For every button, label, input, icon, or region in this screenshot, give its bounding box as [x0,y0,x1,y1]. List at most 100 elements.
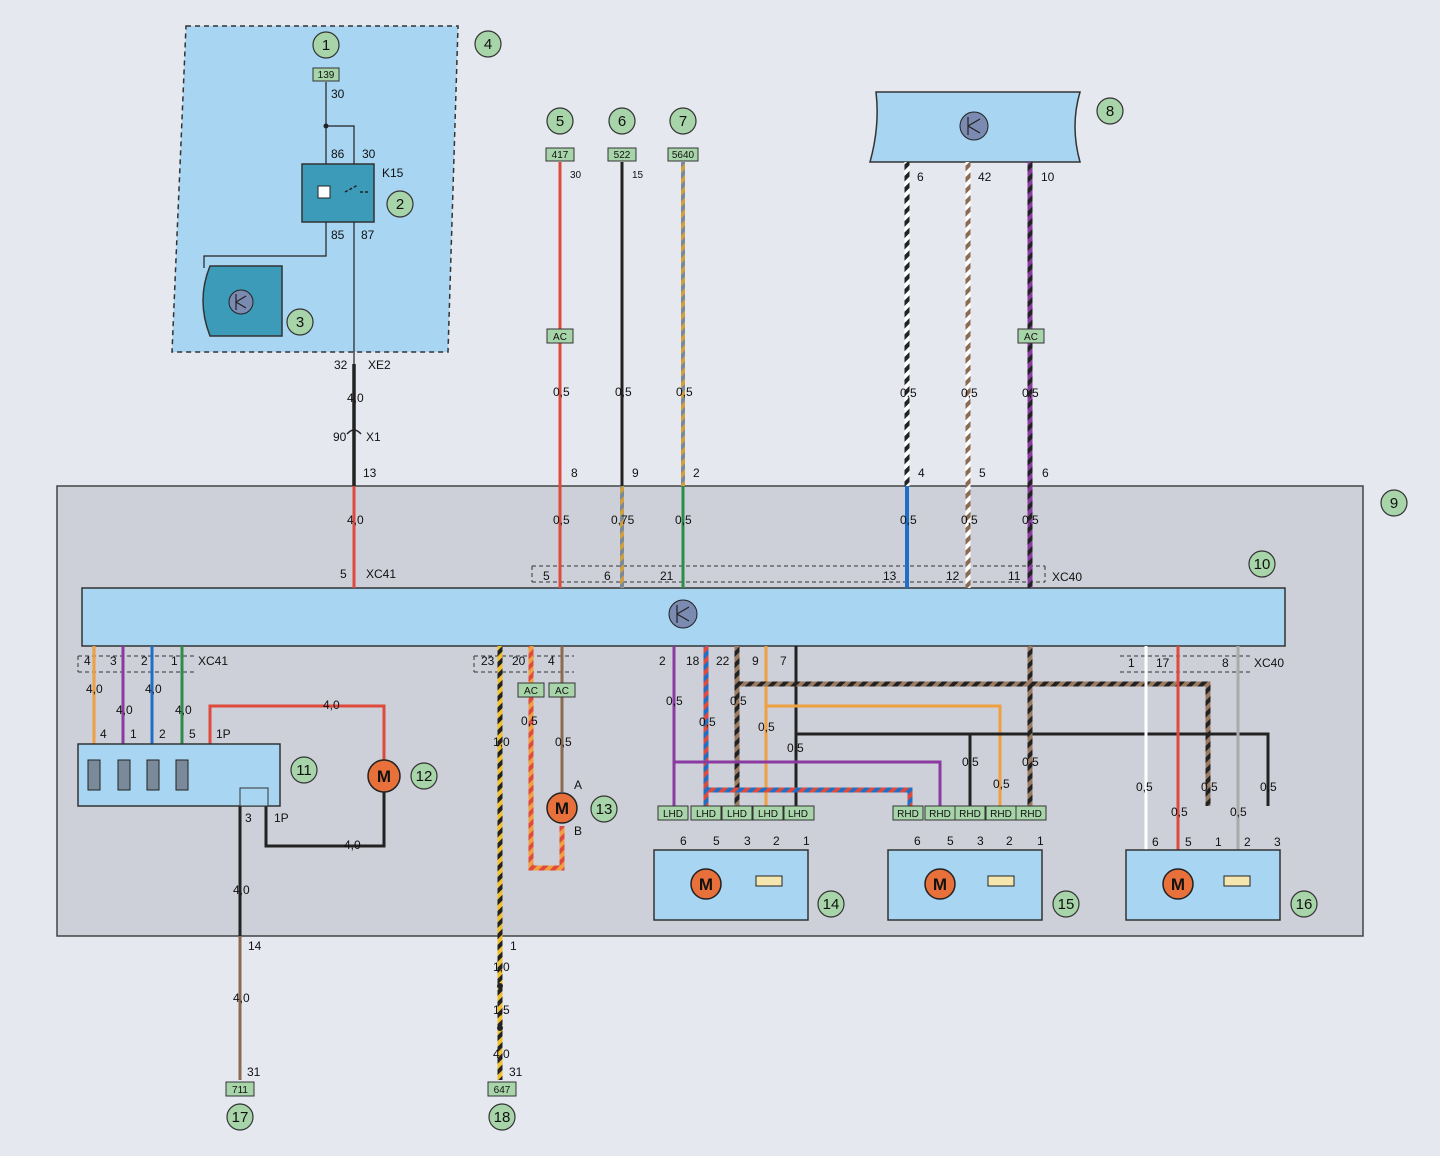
connector-name: XE2 [368,358,391,372]
wire-label: 3 [110,654,117,668]
fuse-tag: 522 [614,150,631,161]
actuator-module-14 [653,849,809,921]
wire-label: 2 [1244,835,1251,849]
rhd-tag: RHD [929,809,951,820]
wire-label: 3 [744,834,751,848]
wire-label: 0,5 [961,513,978,527]
wire-label: 1 [130,727,137,741]
wire-bus-4 [674,760,942,806]
wire-label: 0,5 [521,714,538,728]
lhd-tag: LHD [758,809,778,820]
connector-name: XC40 [1254,656,1284,670]
wire-label: 17 [1156,656,1170,670]
lhd-tag: LHD [696,809,716,820]
wire-label: 12 [946,569,960,583]
wire-bus-5 [706,787,913,806]
callout-number: 11 [296,762,312,779]
relay-coil-icon [317,185,331,199]
wire-label: 21 [660,569,674,583]
callout-number: 6 [618,113,626,130]
callout-1: 1 [312,31,340,59]
wire-label: 23 [481,654,495,668]
connector-x1-icon [346,429,362,435]
motor-icon-15 [924,868,956,900]
callout-16: 16 [1290,890,1318,918]
wire-label: 31 [247,1065,261,1079]
wire-label: 0,5 [675,513,692,527]
motor-letter: M [699,875,713,894]
ac-tag: AC [553,332,567,343]
wire-label: 5 [543,569,550,583]
wire-label: 1P [274,811,289,825]
fuse-tag: 417 [552,150,569,161]
wire-label: 0,75 [611,513,635,527]
blower-motor-12 [367,759,401,793]
relay-pin-label: 85 [331,228,345,242]
wire-label: 0,5 [1171,805,1188,819]
connector-pin: 5 [340,567,347,581]
wire-label: 2 [659,654,666,668]
relay-pin-label: 86 [331,147,345,161]
callout-number: 9 [1390,495,1398,512]
wire-label: 2 [693,466,700,480]
wire-label: 7 [780,654,787,668]
callout-number: 1 [322,37,330,54]
wire-1p-black [264,792,386,848]
callout-number: 13 [596,801,613,818]
callout-15: 15 [1052,890,1080,918]
wire-label: 4,0 [233,991,250,1005]
wire-label: 0,5 [553,385,570,399]
lhd-tag: LHD [727,809,747,820]
connector-xc40-top [531,565,1046,583]
relay-pin-label: 87 [361,228,375,242]
wire-label: 20 [512,654,526,668]
wire-label: 0,5 [1022,513,1039,527]
wire-label: 1 [1128,656,1135,670]
wire-label: 6 [914,834,921,848]
callout-number: 17 [232,1109,249,1126]
callout-2: 2 [386,190,414,218]
connector-pin: 32 [334,358,348,372]
connector-xc40-bottom-left [473,655,574,673]
wire-label: 0,5 [758,720,775,734]
wire-label: 15 [632,170,644,181]
wire-label: 4,0 [323,698,340,712]
relay-name: K15 [382,166,404,180]
wire-label: 10 [1041,170,1055,184]
wire-label: 42 [978,170,992,184]
wire-label: 4 [84,654,91,668]
connector-name: XC40 [1052,570,1082,584]
wire-bus-3 [796,732,1270,806]
wire-label: 14 [248,939,262,953]
wire-label: 6 [680,834,687,848]
callout-number: 14 [823,896,840,913]
ac-tag: AC [524,686,538,697]
wire-label: 6 [604,569,611,583]
wire-label: 5 [189,727,196,741]
wire-label: 1 [1215,835,1222,849]
callout-number: 2 [396,196,404,213]
wire-label: 22 [716,654,730,668]
callout-number: 12 [416,768,433,785]
actuator-module-16 [1125,849,1281,921]
wire-label: 5 [713,834,720,848]
callout-number: 8 [1106,103,1114,120]
wire-label: 1,5 [493,1003,510,1017]
callout-17: 17 [226,1103,254,1131]
wire-label: 2 [773,834,780,848]
wire-label: 3 [245,811,252,825]
fuse-tag: 139 [318,70,335,81]
wire-label: 30 [570,170,582,181]
wire-label: 0,5 [1022,755,1039,769]
rhd-tag: RHD [990,809,1012,820]
relay-k15 [301,163,375,223]
wire-label: 1 [1037,834,1044,848]
wire-label: 2 [1006,834,1013,848]
wire-label: 0,5 [962,755,979,769]
resistor-icons [87,759,189,791]
lhd-tag: LHD [788,809,808,820]
fuse-tag: 5640 [672,150,695,161]
wire-label: 4,0 [233,883,250,897]
wire-label: 1 [510,939,517,953]
